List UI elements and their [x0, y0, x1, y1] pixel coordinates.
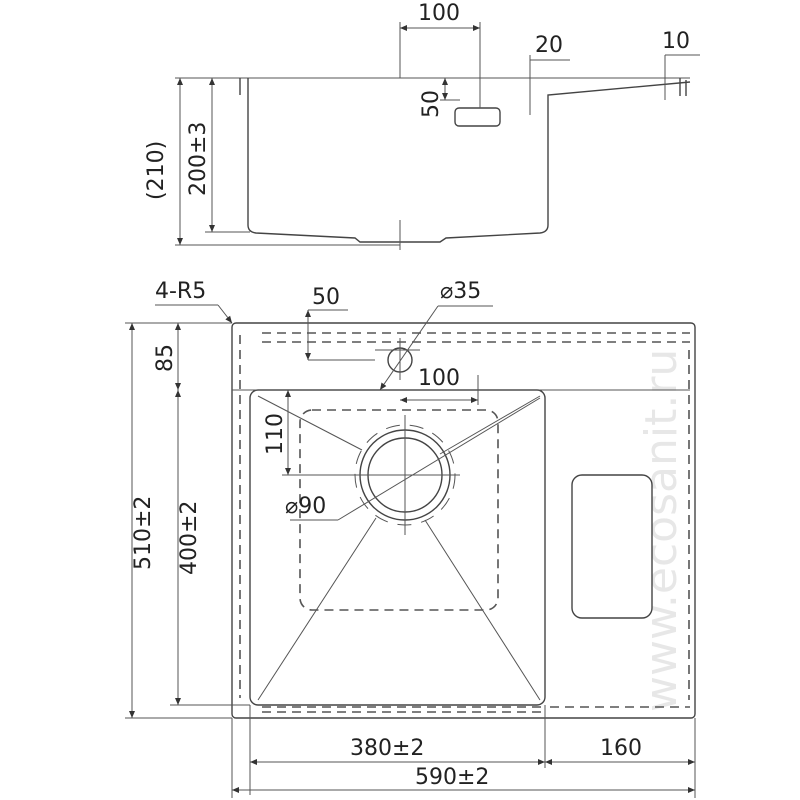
dim-drain-offset: 110 — [263, 413, 288, 455]
dim-slot-depth: 50 — [419, 90, 444, 118]
dim-drainboard-width: 160 — [600, 736, 642, 761]
dim-front-offset: 85 — [153, 344, 178, 372]
dim-overflow-offset: 50 — [312, 285, 340, 310]
dim-overall-depth: 510±2 — [131, 496, 156, 570]
dim-flange-offset: 20 — [535, 33, 563, 58]
dim-bowl-depth: 400±2 — [177, 501, 202, 575]
dim-overall-width: 590±2 — [415, 765, 489, 790]
dim-top-width: 100 — [418, 1, 460, 26]
dim-overflow-diameter: ⌀35 — [440, 279, 481, 304]
dim-bowl-width: 380±2 — [350, 736, 424, 761]
dim-drain-diameter: ⌀90 — [285, 494, 326, 519]
watermark: www.ecosanit.ru — [636, 349, 687, 712]
dim-bowl-depth: 200±3 — [186, 122, 211, 196]
dim-overflow-distance: 100 — [418, 366, 460, 391]
dim-corner-radius: 4-R5 — [155, 279, 206, 304]
side-view: (210) 200±3 100 50 20 10 — [144, 1, 700, 250]
plan-view: 510±2 400±2 85 4-R5 50 ⌀35 100 110 ⌀90 3… — [125, 279, 696, 798]
dim-overall-height: (210) — [144, 141, 169, 200]
dim-edge: 10 — [662, 29, 690, 54]
